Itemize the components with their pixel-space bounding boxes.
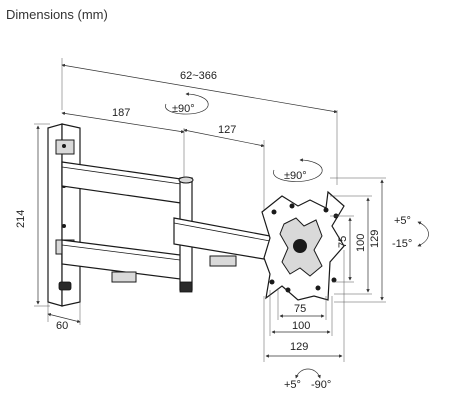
vesa-vertical-dimensions: 75 100 129	[330, 177, 386, 303]
vesa-h-75-label: 75	[294, 303, 306, 315]
vesa-plate	[261, 190, 345, 301]
swivel-arrow-icon	[295, 368, 321, 379]
arm-2-dimension: 127	[183, 124, 265, 215]
vesa-v-100-label: 100	[355, 234, 367, 252]
swivel-indicator: +5° -90°	[284, 368, 331, 391]
tilt-arrow-icon	[417, 221, 429, 247]
vesa-h-129-label: 129	[290, 341, 308, 353]
arm-1-label: 187	[112, 107, 130, 119]
arm-swivel-indicator: ±90°	[165, 92, 209, 115]
vesa-v-75-label: 75	[337, 236, 349, 248]
vesa-v-129-label: 129	[369, 230, 381, 248]
lower-arm	[61, 239, 189, 283]
swivel-right-label: -90°	[311, 379, 331, 391]
wall-plate-height-dimension: 214	[15, 123, 50, 307]
arm-2-label: 127	[218, 124, 236, 136]
tilt-down-label: -15°	[392, 238, 412, 250]
diagram-title: Dimensions (mm)	[6, 7, 108, 22]
tilt-up-label: +5°	[394, 215, 411, 227]
swivel-left-label: +5°	[284, 379, 301, 391]
rotation-arrow-icon	[165, 92, 209, 115]
wall-plate-height-label: 214	[15, 210, 27, 228]
vesa-horizontal-dimensions: 75 100 129	[263, 250, 345, 362]
wall-plate-depth-label: 60	[56, 320, 68, 332]
vesa-h-100-label: 100	[292, 320, 310, 332]
tilt-indicator: +5° -15°	[392, 215, 429, 250]
plate-rotate-indicator: ±90°	[273, 158, 323, 182]
wall-plate-depth-dimension: 60	[47, 302, 81, 332]
total-reach-label: 62~366	[180, 70, 217, 82]
upper-arm	[61, 161, 189, 205]
reach-dimension: 62~366	[61, 58, 338, 185]
arm-swivel-label: ±90°	[172, 103, 195, 115]
plate-rotate-label: ±90°	[284, 170, 307, 182]
wall-plate	[47, 123, 81, 307]
arm-1-dimension: 187	[61, 107, 185, 182]
rotation-arrow-icon	[273, 158, 323, 182]
